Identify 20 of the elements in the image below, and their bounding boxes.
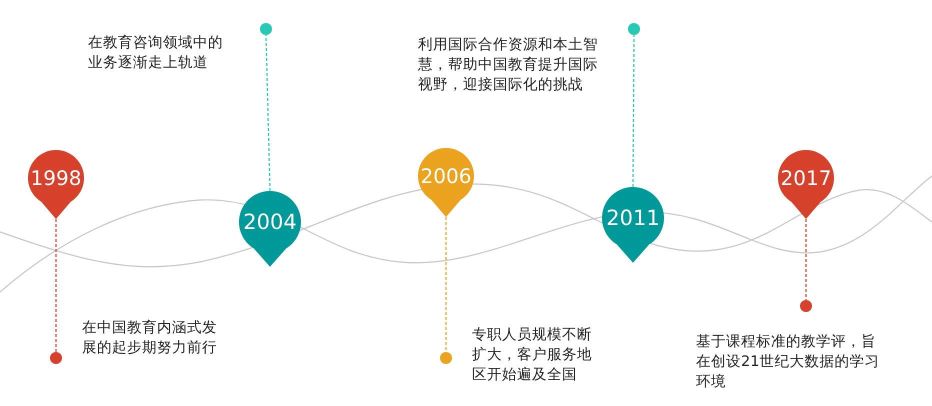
leader-line [445, 217, 447, 352]
map-pin-marker: 2006 [418, 148, 474, 217]
milestone-description: 基于课程标准的教学评，旨在创设21世纪大数据的学习环境 [696, 333, 880, 392]
map-pin-marker: 1998 [28, 150, 84, 219]
leader-line [55, 219, 57, 352]
leader-line [805, 219, 807, 300]
leader-line [632, 35, 635, 187]
map-pin-marker: 2011 [602, 187, 664, 263]
timeline-dot [440, 352, 452, 364]
timeline-dot [50, 352, 62, 364]
leader-line [265, 34, 271, 192]
milestone-description: 利用国际合作资源和本土智慧，帮助中国教育提升国际视野，迎接国际化的挑战 [418, 36, 598, 95]
map-pin-marker: 2017 [778, 150, 834, 219]
milestone-description: 在中国教育内涵式发展的起步期努力前行 [82, 318, 218, 358]
timeline-dot [628, 23, 640, 35]
milestone-description: 专职人员规模不断扩大，客户服务地区开始遍及全国 [472, 326, 593, 385]
timeline-dot [800, 300, 812, 312]
milestone-description: 在教育咨询领域中的业务逐渐走上轨道 [88, 34, 224, 73]
map-pin-marker: 2004 [239, 191, 301, 267]
timeline-dot [260, 23, 272, 35]
